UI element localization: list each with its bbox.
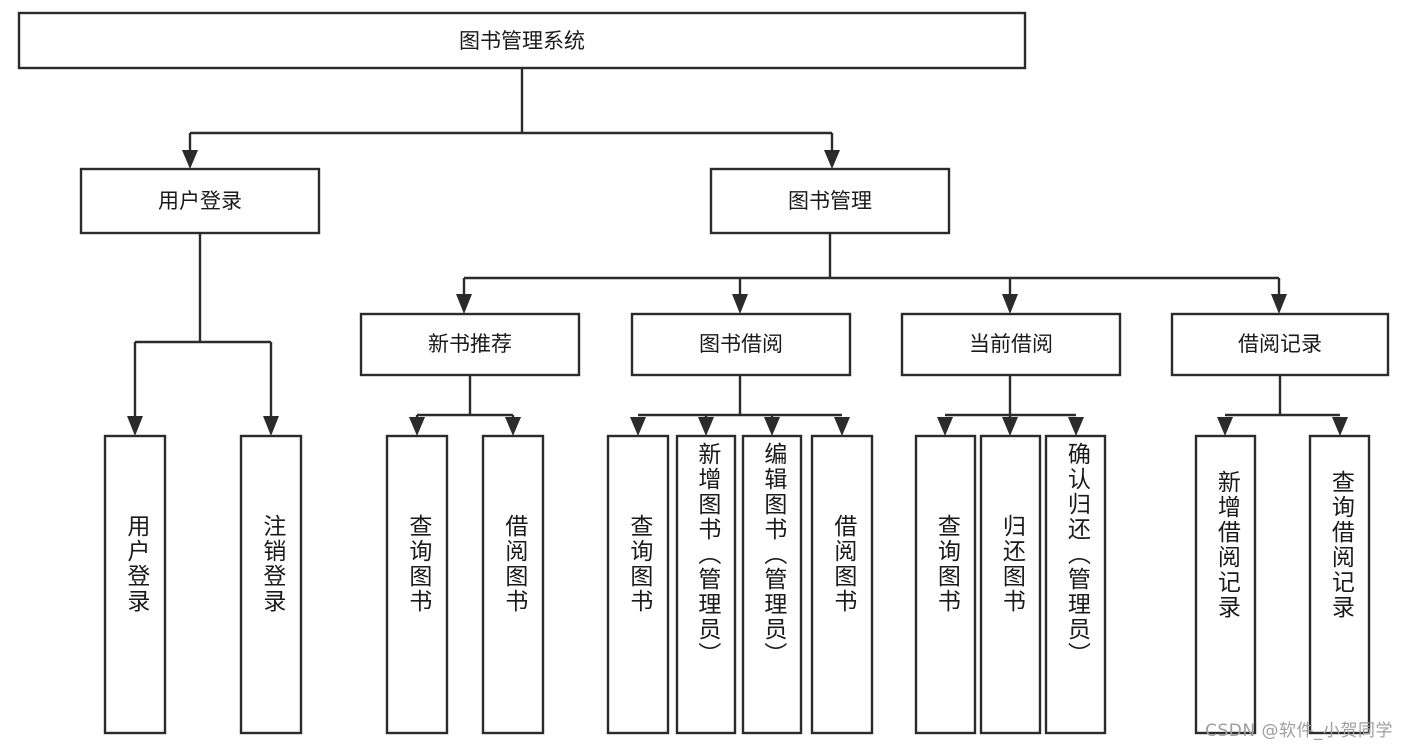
node-user-login-box[interactable] xyxy=(79,167,321,235)
node-new-book-recommend-box[interactable] xyxy=(359,312,581,377)
arrowhead-newbook-query xyxy=(409,417,425,436)
leaf-boxes xyxy=(103,434,1371,735)
arrowhead-book-mgmt xyxy=(824,150,840,169)
arrowhead-borrow-query xyxy=(630,417,646,436)
node-book-management[interactable]: 图书管理 xyxy=(709,167,951,235)
leaf-box-bb-query-book[interactable] xyxy=(606,434,670,735)
leaf-box-cb-confirm-return[interactable] xyxy=(1044,434,1107,735)
arrowhead-current-borrow xyxy=(1002,294,1018,314)
arrowhead-borrow-lend xyxy=(834,417,850,436)
node-book-management-label: 图书管理 xyxy=(788,189,872,213)
leaf-box-bb-add-book[interactable] xyxy=(675,434,737,735)
leaf-box-cb-query-book[interactable] xyxy=(914,434,977,735)
edge-group-newbook xyxy=(409,375,521,436)
leaf-box-nb-query-book[interactable] xyxy=(385,434,449,735)
node-root[interactable]: 图书管理系统 xyxy=(17,11,1027,70)
edge-group-current-borrow xyxy=(937,375,1084,436)
arrowhead-borrow xyxy=(732,294,748,314)
leaf-box-br-add-record[interactable] xyxy=(1194,434,1257,735)
node-book-borrow-box[interactable] xyxy=(630,312,852,377)
arrowhead-borrow-edit xyxy=(764,417,780,436)
arrowhead-current-query xyxy=(937,417,953,436)
arrowhead-leaf-user-login xyxy=(127,416,143,436)
leaf-box-logout[interactable] xyxy=(239,434,303,735)
arrowhead-user-login xyxy=(182,150,198,169)
leaf-box-user-login[interactable] xyxy=(103,434,167,735)
arrowhead-leaf-logout xyxy=(263,416,279,436)
edge-group-borrow xyxy=(630,375,850,436)
leaf-box-br-query-record[interactable] xyxy=(1308,434,1371,735)
node-user-login-label: 用户登录 xyxy=(158,189,242,213)
arrowhead-newbook-borrow xyxy=(505,417,521,436)
node-new-book-recommend-label: 新书推荐 xyxy=(428,332,512,356)
node-borrow-record-box[interactable] xyxy=(1170,312,1390,377)
leaf-box-bb-borrow-book[interactable] xyxy=(810,434,874,735)
node-book-management-box[interactable] xyxy=(709,167,951,235)
leaf-box-nb-borrow-book[interactable] xyxy=(481,434,545,735)
node-current-borrow[interactable]: 当前借阅 xyxy=(900,312,1122,377)
node-borrow-record-label: 借阅记录 xyxy=(1238,332,1322,356)
node-current-borrow-box[interactable] xyxy=(900,312,1122,377)
arrowhead-record-add xyxy=(1217,417,1233,436)
edge-group-root xyxy=(182,68,840,169)
arrowhead-newbook xyxy=(456,294,472,314)
node-current-borrow-label: 当前借阅 xyxy=(969,332,1053,356)
node-new-book-recommend[interactable]: 新书推荐 xyxy=(359,312,581,377)
watermark-text: CSDN @软件_小贺同学 xyxy=(1205,721,1393,741)
node-book-borrow[interactable]: 图书借阅 xyxy=(630,312,852,377)
edge-group-book-mgmt xyxy=(456,233,1287,314)
node-book-borrow-label: 图书借阅 xyxy=(699,332,783,356)
node-root-label: 图书管理系统 xyxy=(459,29,585,53)
leaf-box-bb-edit-book[interactable] xyxy=(741,434,803,735)
arrowhead-borrow-add xyxy=(698,417,714,436)
node-user-login[interactable]: 用户登录 xyxy=(79,167,321,235)
arrowhead-current-confirm xyxy=(1068,417,1084,436)
leaf-box-cb-return-book[interactable] xyxy=(979,434,1042,735)
arrowhead-current-return xyxy=(1002,417,1018,436)
node-borrow-record[interactable]: 借阅记录 xyxy=(1170,312,1390,377)
edge-group-borrow-record xyxy=(1217,375,1348,436)
arrowhead-borrow-record xyxy=(1271,294,1287,314)
arrowhead-record-query xyxy=(1332,417,1348,436)
edge-group-user-login xyxy=(127,233,279,436)
node-root-box[interactable] xyxy=(17,11,1027,70)
